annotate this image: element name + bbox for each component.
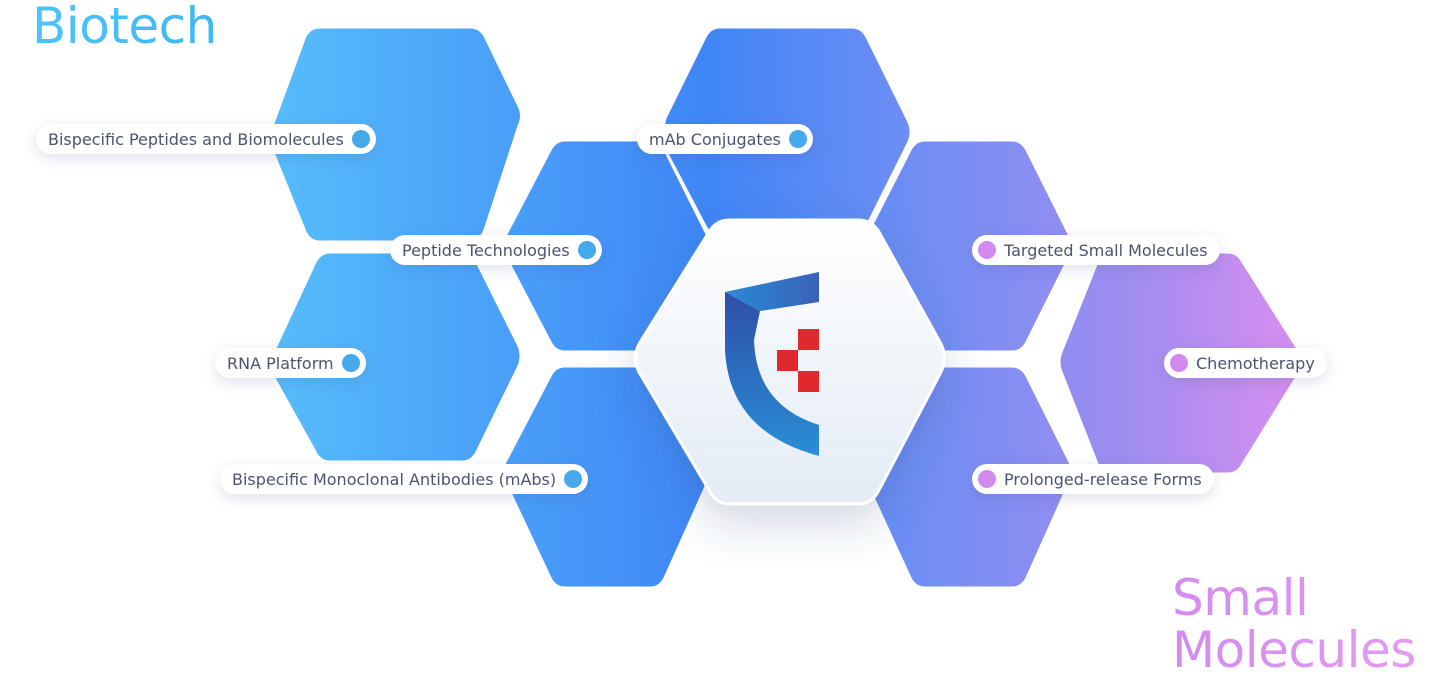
- small-molecules-dot-icon: [978, 241, 996, 259]
- label-text: Bispecific Monoclonal Antibodies (mAbs): [232, 469, 557, 489]
- label-prolonged-release: Prolonged-release Forms: [972, 464, 1214, 494]
- label-text: Targeted Small Molecules: [1004, 240, 1208, 260]
- label-targeted-small-molecules: Targeted Small Molecules: [972, 235, 1220, 265]
- label-bispecific-peptides: Bispecific Peptides and Biomolecules: [36, 124, 376, 154]
- small-molecules-dot-icon: [978, 470, 996, 488]
- biotech-dot-icon: [564, 470, 583, 488]
- small-molecules-line-2: Molecules: [1172, 621, 1416, 679]
- label-rna-platform: RNA Platform: [215, 348, 366, 378]
- label-peptide-technologies: Peptide Technologies: [390, 235, 602, 265]
- label-text: mAb Conjugates: [649, 129, 781, 149]
- label-mab-conjugates: mAb Conjugates: [637, 124, 813, 154]
- biotech-dot-icon: [577, 241, 596, 259]
- biotech-dot-icon: [341, 354, 360, 372]
- logo-shield-top: [725, 272, 819, 311]
- label-bispecific-mabs: Bispecific Monoclonal Antibodies (mAbs): [220, 464, 589, 494]
- logo: [725, 272, 819, 456]
- label-text: Peptide Technologies: [402, 240, 570, 260]
- logo-square-top: [798, 329, 819, 350]
- label-text: Bispecific Peptides and Biomolecules: [48, 129, 344, 149]
- small-molecules-line-1: Small: [1172, 569, 1309, 627]
- label-text: Prolonged-release Forms: [1004, 469, 1202, 489]
- label-text: Chemotherapy: [1196, 353, 1315, 373]
- biotech-heading: Biotech: [32, 0, 217, 55]
- label-chemotherapy: Chemotherapy: [1164, 348, 1327, 378]
- biotech-dot-icon: [788, 130, 807, 148]
- logo-shield-arc: [725, 292, 819, 456]
- small-molecules-dot-icon: [1170, 354, 1188, 372]
- label-text: RNA Platform: [227, 353, 334, 373]
- small-molecules-heading: Small Molecules: [1172, 572, 1416, 676]
- biotech-dot-icon: [351, 130, 370, 148]
- logo-square-bottom: [798, 371, 819, 392]
- logo-square-middle: [777, 350, 798, 371]
